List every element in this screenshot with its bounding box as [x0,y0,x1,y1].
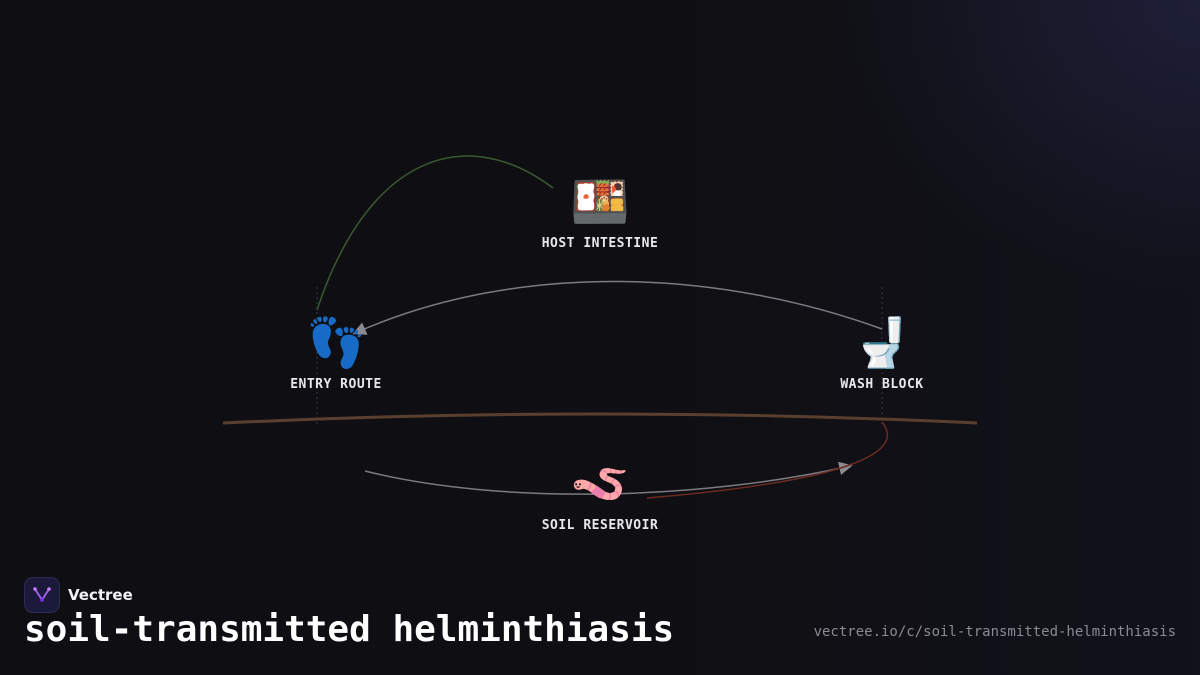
bento-box-icon: 🍱 [570,174,630,230]
node-wash-block: 🚽 WASH BLOCK [782,315,982,392]
edge-host-to-entry [316,155,554,311]
worm-icon: 🪱 [570,456,630,512]
node-host-intestine: 🍱 HOST INTESTINE [500,174,700,251]
node-label: WASH BLOCK [840,377,924,392]
node-label: HOST INTESTINE [541,236,659,251]
toilet-icon: 🚽 [852,315,912,371]
ground-line [222,412,978,425]
edge-wash-to-entry [352,280,883,335]
brand[interactable]: Vectree [24,577,133,613]
page-url[interactable]: vectree.io/c/soil-transmitted-helminthia… [813,624,1176,640]
node-label: SOIL RESERVOIR [541,518,659,533]
vectree-logo-icon [24,577,60,613]
edge-wash-to-soil [646,421,889,499]
brand-name: Vectree [68,586,133,604]
edge-soil-to-wash [364,461,853,495]
footprints-icon: 👣 [306,315,366,371]
page-title: soil-transmitted helminthiasis [24,609,675,650]
node-soil-reservoir: 🪱 SOIL RESERVOIR [500,456,700,533]
node-label: ENTRY ROUTE [290,377,382,392]
node-entry-route: 👣 ENTRY ROUTE [236,315,436,392]
